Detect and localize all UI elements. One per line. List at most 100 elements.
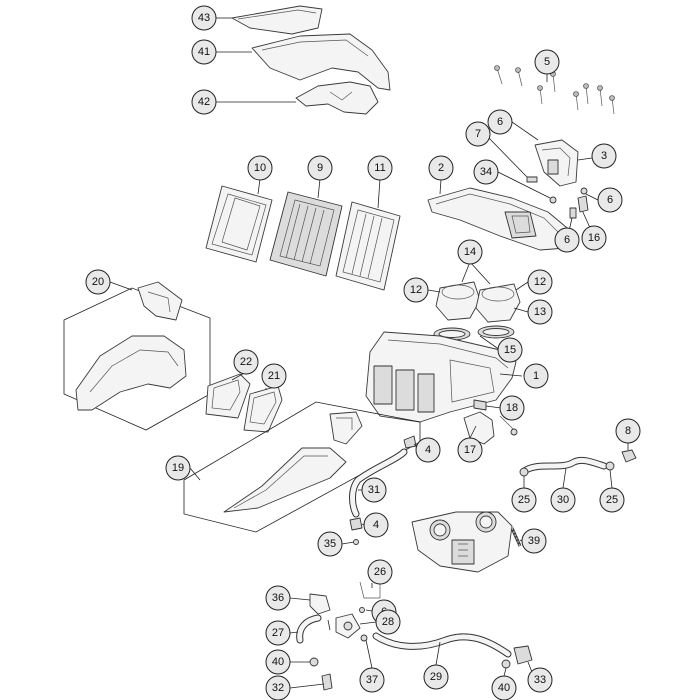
callout-34: 34 xyxy=(473,159,499,185)
callout-36: 36 xyxy=(265,585,291,611)
svg-text:9: 9 xyxy=(317,162,323,174)
callout-16: 16 xyxy=(581,225,607,251)
callout-18: 18 xyxy=(499,395,525,421)
callout-13: 13 xyxy=(527,299,553,325)
callout-9: 9 xyxy=(307,155,333,181)
callout-41: 41 xyxy=(191,39,217,65)
callout-2: 2 xyxy=(428,155,454,181)
svg-text:3: 3 xyxy=(601,150,607,162)
part-cover-43 xyxy=(231,5,323,35)
svg-text:25: 25 xyxy=(518,494,530,506)
part-cover-42 xyxy=(295,81,379,115)
part-hose-30 xyxy=(522,456,608,474)
part-valve-28 xyxy=(335,613,361,639)
callout-6-a: 6 xyxy=(487,109,513,135)
svg-text:12: 12 xyxy=(410,284,422,296)
callout-40-b: 40 xyxy=(491,675,517,700)
callout-26: 26 xyxy=(367,559,393,585)
part-clip-4b xyxy=(349,517,363,531)
callout-28: 28 xyxy=(375,609,401,635)
part-intake-duct-20 xyxy=(75,281,187,411)
svg-text:43: 43 xyxy=(198,12,210,24)
svg-text:10: 10 xyxy=(254,162,266,174)
svg-text:33: 33 xyxy=(534,674,546,686)
part-fitting-36 xyxy=(309,593,331,615)
callout-6-b: 6 xyxy=(597,187,623,213)
svg-text:11: 11 xyxy=(374,162,385,174)
callout-21: 21 xyxy=(261,363,287,389)
svg-text:20: 20 xyxy=(92,276,104,288)
svg-text:4: 4 xyxy=(373,519,379,531)
callout-42: 42 xyxy=(191,89,217,115)
callouts: 43 41 42 5 6 7 3 2 34 10 9 11 6 6 16 14 … xyxy=(85,5,641,700)
part-clip-4a xyxy=(403,435,417,449)
callout-5: 5 xyxy=(534,49,560,75)
svg-text:25: 25 xyxy=(606,494,618,506)
part-airbox-1 xyxy=(365,331,517,423)
callout-4-b: 4 xyxy=(363,512,389,538)
callout-12-a: 12 xyxy=(403,277,429,303)
callout-8: 8 xyxy=(615,418,641,444)
svg-text:29: 29 xyxy=(430,671,442,683)
callout-30: 30 xyxy=(550,487,576,513)
callout-35: 35 xyxy=(317,531,343,557)
svg-text:6: 6 xyxy=(497,116,503,128)
callout-37: 37 xyxy=(359,667,385,693)
svg-text:17: 17 xyxy=(464,444,476,456)
callout-29: 29 xyxy=(423,664,449,690)
svg-text:6: 6 xyxy=(564,234,570,246)
svg-text:27: 27 xyxy=(272,627,284,639)
svg-text:30: 30 xyxy=(557,494,569,506)
svg-text:26: 26 xyxy=(374,566,386,578)
callout-43: 43 xyxy=(191,5,217,31)
svg-text:15: 15 xyxy=(504,344,516,356)
svg-text:31: 31 xyxy=(368,484,380,496)
callout-17: 17 xyxy=(457,437,483,463)
part-filter-9 xyxy=(269,191,343,277)
svg-text:36: 36 xyxy=(272,592,284,604)
part-intake-funnels xyxy=(433,281,521,341)
callout-22: 22 xyxy=(233,349,259,375)
svg-text:21: 21 xyxy=(268,370,280,382)
part-filter-10 xyxy=(205,185,273,263)
callout-39: 39 xyxy=(521,528,547,554)
svg-text:40: 40 xyxy=(498,682,510,694)
svg-text:16: 16 xyxy=(588,232,600,244)
part-spring-39 xyxy=(510,527,522,547)
callout-20: 20 xyxy=(85,269,111,295)
svg-text:5: 5 xyxy=(544,56,550,68)
part-breather-17-18 xyxy=(463,399,518,445)
callout-31: 31 xyxy=(361,477,387,503)
callout-12-b: 12 xyxy=(527,269,553,295)
svg-text:39: 39 xyxy=(528,535,540,547)
callout-15: 15 xyxy=(497,337,523,363)
svg-text:1: 1 xyxy=(533,370,539,382)
part-bracket-3 xyxy=(534,139,579,187)
part-side-panel-19 xyxy=(223,411,363,513)
screw-set-5 xyxy=(494,65,615,115)
svg-text:34: 34 xyxy=(480,166,492,178)
svg-text:40: 40 xyxy=(272,656,284,668)
callout-32: 32 xyxy=(265,675,291,700)
callout-40-a: 40 xyxy=(265,649,291,675)
part-bracket-26 xyxy=(359,581,381,599)
svg-text:19: 19 xyxy=(172,462,184,474)
callout-27: 27 xyxy=(265,620,291,646)
svg-text:7: 7 xyxy=(475,128,481,140)
callout-19: 19 xyxy=(165,455,191,481)
svg-text:6: 6 xyxy=(607,194,613,206)
part-filter-11 xyxy=(335,201,401,291)
svg-text:42: 42 xyxy=(198,96,210,108)
part-cover-41 xyxy=(251,33,391,91)
part-intake-22 xyxy=(205,373,251,419)
part-hose-31 xyxy=(349,448,408,518)
svg-text:4: 4 xyxy=(425,444,431,456)
callout-4-a: 4 xyxy=(415,437,441,463)
callout-25-a: 25 xyxy=(511,487,537,513)
svg-text:37: 37 xyxy=(366,674,378,686)
svg-text:2: 2 xyxy=(438,162,444,174)
callout-11: 11 xyxy=(367,155,393,181)
callout-7: 7 xyxy=(465,121,491,147)
callout-10: 10 xyxy=(247,155,273,181)
